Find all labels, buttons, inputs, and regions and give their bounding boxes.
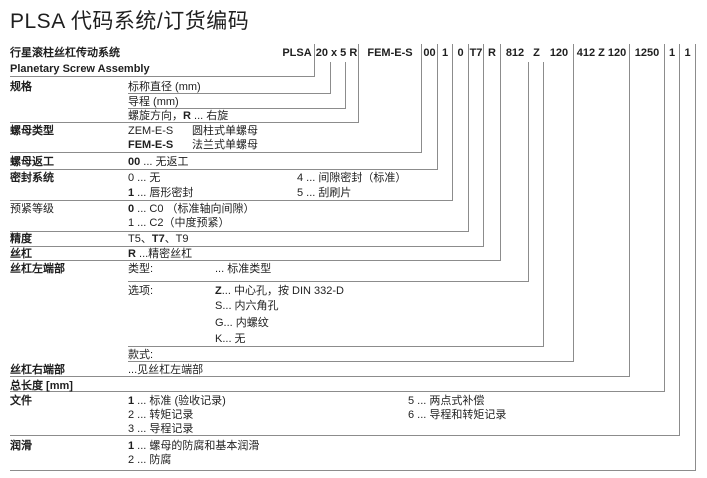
left-end-option-g: G... 内螺纹 xyxy=(215,317,269,329)
left-end-type-label: 类型: xyxy=(128,263,154,275)
spec-direction: 螺旋方向，R ... 右旋 xyxy=(128,110,229,122)
connector-left-end-type xyxy=(528,62,529,281)
section-label-left-end: 丝杠左端部 xyxy=(10,263,65,275)
left-end-option-k: K... 无 xyxy=(215,333,246,345)
rule-length xyxy=(10,391,665,392)
code-segment-documents: 1 xyxy=(665,44,680,62)
connector-screw xyxy=(500,62,501,260)
rule-left-end-style xyxy=(128,361,574,362)
documents-opt3: 3 ... 导程记录 xyxy=(128,423,194,435)
left-end-type-value: ... 标准类型 xyxy=(215,263,272,275)
connector-preload xyxy=(468,62,469,231)
rule-screw xyxy=(10,260,501,261)
rule-documents xyxy=(10,435,680,436)
section-label-documents: 文件 xyxy=(10,395,32,407)
assembly-name-en: Planetary Screw Assembly xyxy=(10,63,150,75)
screw-value: R ...精密丝杠 xyxy=(128,248,193,260)
seal-opt1: 1 ... 唇形密封 xyxy=(128,187,194,199)
rule-accuracy xyxy=(10,246,484,247)
lubrication-opt2: 2 ... 防腐 xyxy=(128,454,172,466)
documents-opt1: 1 ... 标准 (验收记录) xyxy=(128,395,226,407)
section-label-nut-type: 螺母类型 xyxy=(10,125,54,137)
connector-lead xyxy=(345,62,346,108)
code-segment-seal: 1 xyxy=(438,44,453,62)
connector-left-end-option xyxy=(543,62,544,346)
rule-left-end-type xyxy=(128,281,529,282)
rule-nut-type xyxy=(10,152,422,153)
connector-left-end-style xyxy=(573,62,574,361)
spec-diameter: 标称直径 (mm) xyxy=(128,81,201,93)
section-label-seal: 密封系统 xyxy=(10,172,54,184)
connector-series xyxy=(314,62,315,76)
connector-lubrication xyxy=(695,62,696,470)
rule-rework xyxy=(10,169,438,170)
code-segment-length: 1250 xyxy=(630,44,665,62)
section-label-lubrication: 润滑 xyxy=(10,440,32,452)
section-label-right-end: 丝杠右端部 xyxy=(10,364,65,376)
code-segment-series: PLSA xyxy=(280,44,315,62)
connector-right-end xyxy=(629,62,630,376)
left-end-option-s: S... 内六角孔 xyxy=(215,300,279,312)
rule-left-end-option xyxy=(128,346,544,347)
rule-lead xyxy=(128,108,346,109)
connector-documents xyxy=(679,62,680,435)
code-segment-size: 20 x 5 R xyxy=(315,44,359,62)
code-segment-left-end-style: 120 xyxy=(549,47,569,59)
code-segment-screw: R xyxy=(484,44,501,62)
left-end-options-label: 选项: xyxy=(128,285,154,297)
rule-right-end xyxy=(10,376,630,377)
rule-preload xyxy=(10,231,469,232)
connector-length xyxy=(664,62,665,391)
documents-opt6: 6 ... 导程和转矩记录 xyxy=(408,409,507,421)
code-segment-nut-type: FEM-E-S xyxy=(359,44,422,62)
seal-opt4: 4 ... 间隙密封（标准） xyxy=(297,172,407,184)
documents-opt2: 2 ... 转矩记录 xyxy=(128,409,194,421)
seal-opt5: 5 ... 刮刷片 xyxy=(297,187,352,199)
rule-diameter xyxy=(128,93,331,94)
connector-diameter xyxy=(330,62,331,93)
preload-opt0: 0 ... C0 （标准轴向间隙） xyxy=(128,203,255,215)
code-segment-right-end: 412 Z 120 xyxy=(574,44,630,62)
connector-seal xyxy=(452,62,453,200)
rule-assembly xyxy=(10,76,315,77)
connector-accuracy xyxy=(483,62,484,246)
code-segment-accuracy: T7 xyxy=(469,44,484,62)
section-label-total-length: 总长度 [mm] xyxy=(10,380,73,392)
documents-opt5: 5 ... 两点式补偿 xyxy=(408,395,485,407)
lubrication-opt1: 1 ... 螺母的防腐和基本润滑 xyxy=(128,440,260,452)
left-end-option-z: Z... 中心孔，按 DIN 332-D xyxy=(215,285,344,297)
section-label-spec: 规格 xyxy=(10,81,32,93)
section-label-rework: 螺母返工 xyxy=(10,156,54,168)
code-segment-preload: 0 xyxy=(453,44,469,62)
code-segment-lubrication: 1 xyxy=(680,44,696,62)
connector-direction xyxy=(358,62,359,122)
seal-opt0: 0 ... 无 xyxy=(128,172,161,184)
code-segment-left-end xyxy=(501,44,574,62)
code-segment-rework: 00 xyxy=(422,44,438,62)
section-label-preload: 预紧等级 xyxy=(10,203,54,215)
preload-opt1: 1 ... C2（中度预紧） xyxy=(128,217,230,229)
spec-lead: 导程 (mm) xyxy=(128,96,179,108)
connector-rework xyxy=(437,62,438,169)
page-title: PLSA 代码系统/订货编码 xyxy=(10,10,250,33)
section-label-screw: 丝杠 xyxy=(10,248,32,260)
code-segment-left-end-option: Z xyxy=(533,47,540,59)
section-label-accuracy: 精度 xyxy=(10,233,32,245)
rule-direction xyxy=(10,122,359,123)
assembly-name-zh: 行星滚柱丝杠传动系统 xyxy=(10,47,120,59)
rule-seal xyxy=(10,200,453,201)
code-segment-left-end-type: 812 xyxy=(505,47,525,59)
rule-lubrication xyxy=(10,470,696,471)
rework-value: 00 ... 无返工 xyxy=(128,156,189,168)
right-end-value: ...见丝杠左端部 xyxy=(128,364,204,376)
connector-nut-type xyxy=(421,62,422,152)
accuracy-value: T5、T7、T9 xyxy=(128,233,189,245)
left-end-style-label: 款式: xyxy=(128,349,154,361)
